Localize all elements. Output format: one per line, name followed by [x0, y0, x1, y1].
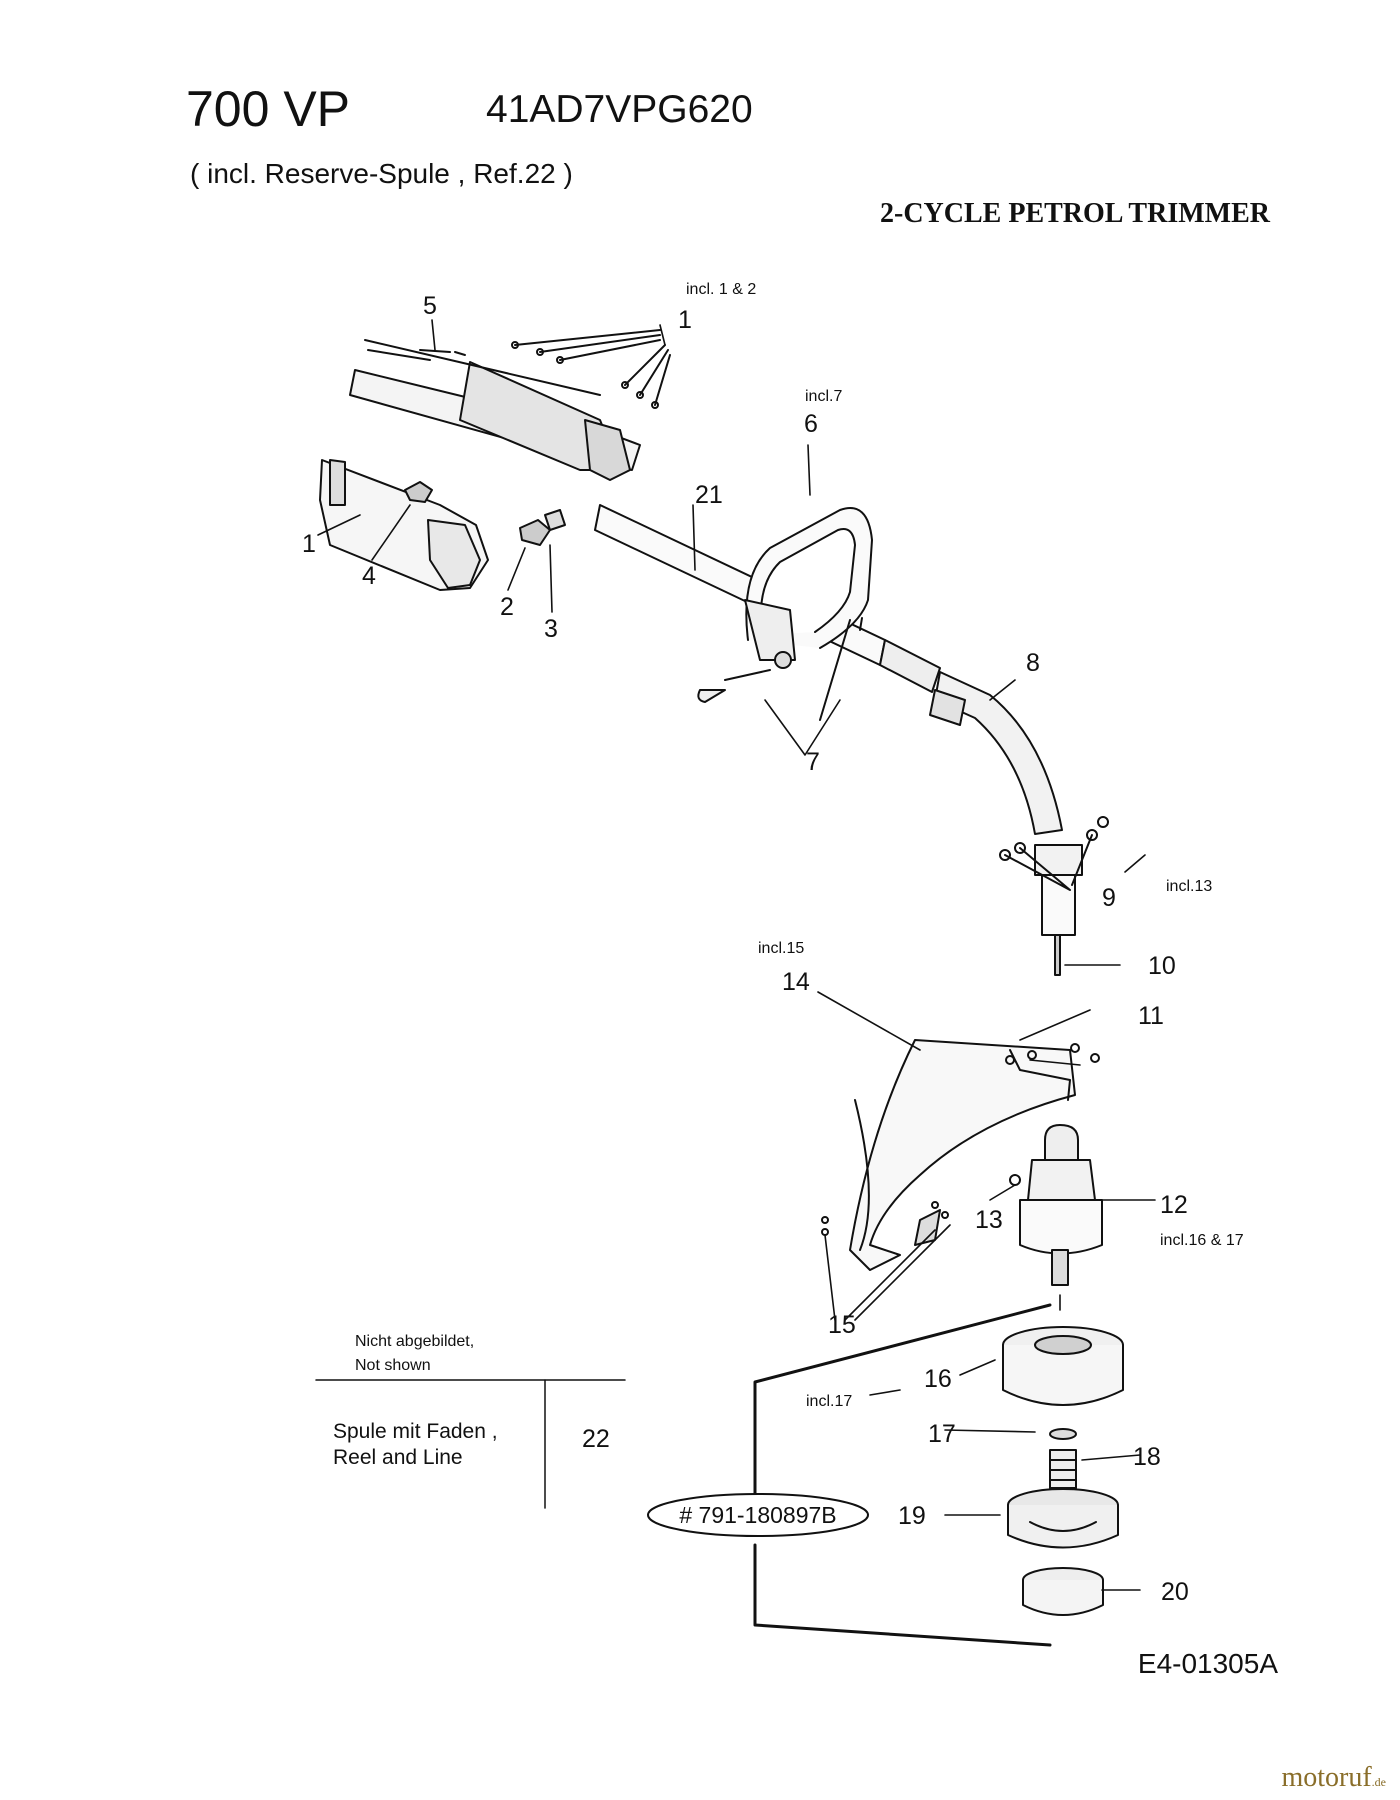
not-shown-heading-en: Not shown [355, 1357, 431, 1374]
note-incl-13: incl.13 [1166, 878, 1212, 895]
callout-15: 15 [828, 1311, 856, 1339]
callout-3: 3 [544, 615, 558, 643]
callout-16: 16 [924, 1365, 952, 1393]
model-name: 700 VP [186, 81, 351, 137]
note-incl-15: incl.15 [758, 940, 804, 957]
note-incl-16-17: incl.16 & 17 [1160, 1232, 1244, 1249]
watermark-suffix: .de [1371, 1775, 1386, 1789]
callout-14: 14 [782, 968, 810, 996]
model-code: 41AD7VPG620 [486, 88, 753, 131]
callout-20: 20 [1161, 1578, 1189, 1606]
callout-6: 6 [804, 410, 818, 438]
note-incl-17: incl.17 [806, 1393, 852, 1410]
kit-label: # 791-180897B [679, 1502, 836, 1528]
callout-17: 17 [928, 1420, 956, 1448]
callout-2: 2 [500, 593, 514, 621]
watermark-logo: motoruf.de [1281, 1762, 1386, 1794]
kit-oval [647, 1493, 869, 1537]
callout-19: 19 [898, 1502, 926, 1530]
not-shown-heading-de: Nicht abgebildet, [355, 1333, 474, 1350]
drawing-ref: E4-01305A [1137, 1648, 1278, 1679]
not-shown-item-de: Spule mit Faden , [333, 1420, 498, 1443]
callout-13: 13 [975, 1206, 1003, 1234]
lower-head-drawing [999, 816, 1109, 976]
callout-12: 12 [1160, 1191, 1188, 1219]
note-incl-1-2: incl. 1 & 2 [686, 281, 756, 298]
trimmer-head-drawing [1002, 1326, 1124, 1616]
not-shown-ref: 22 [582, 1425, 610, 1453]
subtitle: ( incl. Reserve-Spule , Ref.22 ) [190, 158, 573, 189]
product-type: 2-CYCLE PETROL TRIMMER [880, 198, 1270, 229]
leader-lines [317, 319, 1156, 1591]
callout-21: 21 [695, 481, 723, 509]
callout-18: 18 [1133, 1443, 1161, 1471]
callout-1-left: 1 [302, 530, 316, 558]
callout-1-top: 1 [678, 306, 692, 334]
callout-5: 5 [423, 292, 437, 320]
callout-4: 4 [362, 562, 376, 590]
kit-bracket [753, 1303, 1052, 1647]
not-shown-item-en: Reel and Line [333, 1446, 463, 1469]
callout-9: 9 [1102, 884, 1116, 912]
grass-shield-drawing [821, 1039, 1100, 1271]
note-incl-7: incl.7 [805, 388, 842, 405]
loop-handle-drawing [697, 507, 873, 721]
callout-10: 10 [1148, 952, 1176, 980]
callout-8: 8 [1026, 649, 1040, 677]
engine-housing-drawing [319, 329, 671, 591]
callout-11: 11 [1138, 1002, 1164, 1030]
not-shown-table-lines [315, 1379, 626, 1509]
callout-7: 7 [806, 748, 820, 776]
watermark-name: motoruf [1281, 1762, 1372, 1793]
gear-head-drawing [1009, 1124, 1103, 1286]
